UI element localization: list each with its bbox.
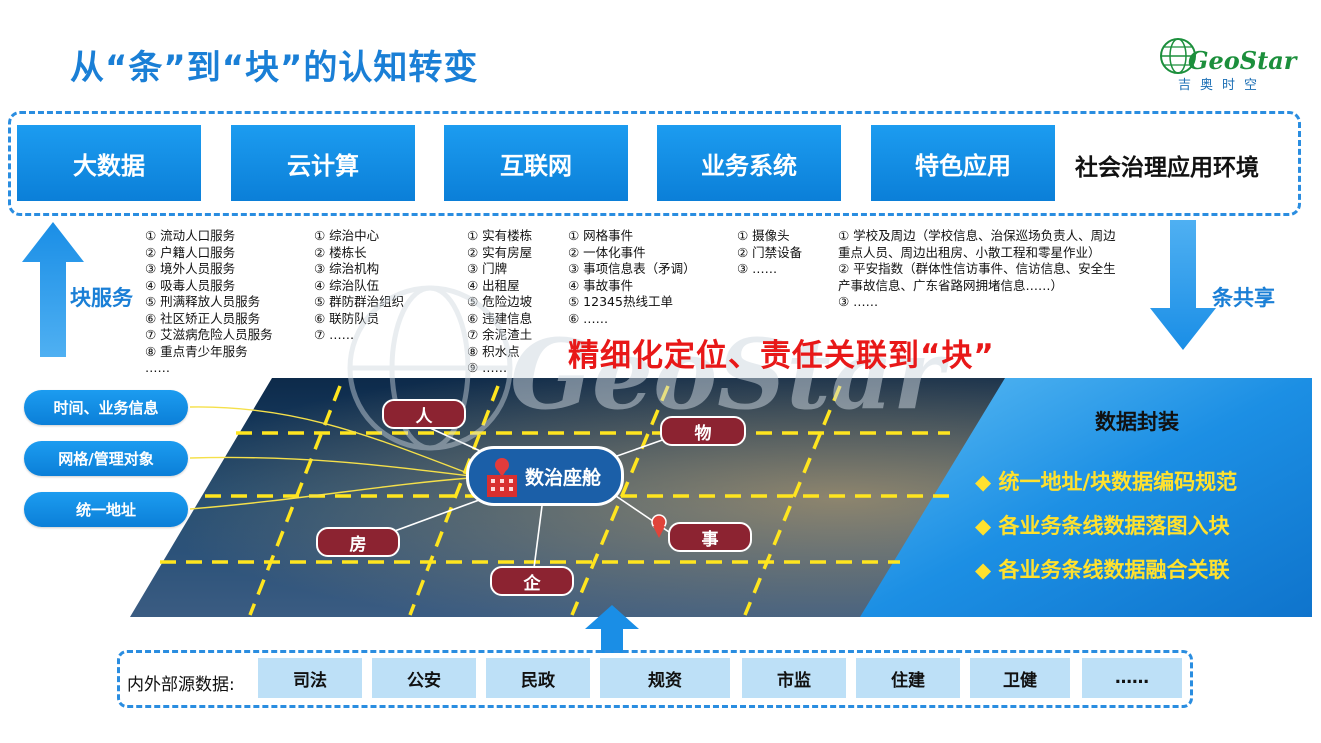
- list-item: ② 平安指数（群体性信访事件、信访信息、安全生: [838, 261, 1116, 276]
- list-item: ② 一体化事件: [568, 244, 646, 260]
- list-item: ⑥ 联防队员: [314, 310, 380, 326]
- list-item: ……: [145, 360, 170, 375]
- governance-cockpit-hub: 数治座舱: [466, 446, 624, 506]
- node-thing: 物: [660, 416, 746, 446]
- pill-time-business: 时间、业务信息: [24, 390, 188, 425]
- list-item: ⑥ ……: [568, 310, 609, 326]
- list-item: ③ 境外人员服务: [145, 261, 236, 276]
- list-item: ② 楼栋长: [314, 244, 367, 260]
- arrow-up-icon: [22, 222, 84, 357]
- list-item: ① 流动人口服务: [145, 228, 236, 243]
- page-title: 从“条”到“块”的认知转变: [70, 48, 479, 88]
- list-item: ③ 综治机构: [314, 261, 380, 276]
- source-chip-police: 公安: [372, 658, 476, 698]
- source-chip-more: ……: [1082, 658, 1182, 698]
- source-chip-planning: 规资: [600, 658, 730, 698]
- environment-label: 社会治理应用环境: [1075, 155, 1259, 181]
- pill-unified-address: 统一地址: [24, 492, 188, 527]
- list-item: ⑤ 危险边坡: [467, 294, 533, 309]
- source-chip-housing: 住建: [856, 658, 960, 698]
- env-item-business-system: 业务系统: [657, 125, 841, 201]
- list-item: ① 摄像头: [737, 228, 790, 243]
- grid-line: [248, 385, 342, 616]
- list-item: ① 网格事件: [568, 228, 634, 243]
- connector: [609, 491, 673, 535]
- node-house: 房: [316, 527, 400, 557]
- list-item: ② 户籍人口服务: [145, 244, 236, 260]
- list-governance: ① 综治中心 ② 楼栋长 ③ 综治机构 ④ 综治队伍 ⑤ 群防群治组织 ⑥ 联防…: [314, 228, 404, 344]
- list-buildings: ① 实有楼栋 ② 实有房屋 ③ 门牌 ④ 出租屋 ⑤ 危险边坡 ⑥ 违建信息 ⑦…: [467, 228, 532, 377]
- connector: [189, 456, 471, 477]
- list-item: ① 实有楼栋: [467, 228, 533, 243]
- source-chip-justice: 司法: [258, 658, 362, 698]
- list-item: ④ 吸毒人员服务: [145, 277, 236, 293]
- connector: [533, 505, 543, 569]
- list-item: ⑦ 余泥渣土: [467, 327, 533, 342]
- pill-grid-object: 网格/管理对象: [24, 441, 188, 476]
- environment-container: [8, 111, 1301, 216]
- list-item: ① 学校及周边（学校信息、治保巡场负责人、周边: [838, 228, 1116, 243]
- node-person: 人: [382, 399, 466, 429]
- env-item-special-app: 特色应用: [871, 125, 1055, 201]
- encapsulation-title: 数据封装: [1095, 410, 1179, 434]
- node-event: 事: [668, 522, 752, 552]
- source-chip-health: 卫健: [970, 658, 1070, 698]
- list-item: ② 实有房屋: [467, 244, 533, 260]
- list-item: ⑤ 群防群治组织: [314, 294, 405, 309]
- block-service-label: 块服务: [70, 286, 133, 310]
- arrow-down-icon: [1150, 220, 1216, 350]
- headline: 精细化定位、责任关联到“块”: [568, 338, 995, 374]
- list-item: ② 门禁设备: [737, 244, 803, 260]
- list-item: ⑧ 重点青少年服务: [145, 343, 248, 359]
- list-item: ③ 事项信息表（矛调）: [568, 261, 696, 276]
- list-item: ③ ……: [737, 261, 778, 276]
- list-population: ① 流动人口服务 ② 户籍人口服务 ③ 境外人员服务 ④ 吸毒人员服务 ⑤ 刑满…: [145, 228, 273, 377]
- list-item: ⑥ 社区矫正人员服务: [145, 310, 261, 326]
- line-share-label: 条共享: [1212, 286, 1275, 310]
- source-data-label: 内外部源数据:: [127, 675, 235, 695]
- list-item: ④ 综治队伍: [314, 277, 380, 293]
- source-chip-civil-affairs: 民政: [486, 658, 590, 698]
- list-item: 重点人员、周边出租房、小散工程和零星作业）: [838, 244, 1101, 260]
- list-item: ④ 事故事件: [568, 277, 634, 293]
- env-item-internet: 互联网: [444, 125, 628, 201]
- list-item: ⑤ 刑满释放人员服务: [145, 294, 261, 309]
- source-data-container: [117, 650, 1193, 708]
- connector: [189, 477, 471, 510]
- building-icon: [487, 458, 517, 497]
- encapsulation-item: ◆ 各业务条线数据落图入块: [975, 514, 1230, 538]
- list-item: ⑦ 艾滋病危险人员服务: [145, 327, 273, 342]
- list-item: ③ 门牌: [467, 261, 508, 276]
- list-item: ⑨ ……: [467, 360, 508, 375]
- list-devices: ① 摄像头 ② 门禁设备 ③ ……: [737, 228, 802, 278]
- encapsulation-item: ◆ 统一地址/块数据编码规范: [975, 470, 1238, 494]
- grid-line: [743, 385, 842, 616]
- arrow-up-icon: [585, 605, 639, 653]
- logo-text: GeoStar: [1188, 46, 1297, 75]
- list-item: ⑥ 违建信息: [467, 310, 533, 326]
- list-special: ① 学校及周边（学校信息、治保巡场负责人、周边 重点人员、周边出租房、小散工程和…: [838, 228, 1116, 311]
- env-item-big-data: 大数据: [17, 125, 201, 201]
- list-item: 产事故信息、广东省路网拥堵信息……）: [838, 277, 1064, 293]
- location-pin-icon: [651, 514, 667, 538]
- list-events: ① 网格事件 ② 一体化事件 ③ 事项信息表（矛调） ④ 事故事件 ⑤ 1234…: [568, 228, 696, 327]
- env-item-cloud: 云计算: [231, 125, 415, 201]
- node-enterprise: 企: [490, 566, 574, 596]
- list-item: ⑦ ……: [314, 327, 355, 342]
- list-item: ③ ……: [838, 294, 879, 309]
- logo-cn-text: 吉奥时空: [1178, 78, 1267, 93]
- encapsulation-item: ◆ 各业务条线数据融合关联: [975, 558, 1230, 582]
- list-item: ⑧ 积水点: [467, 343, 520, 359]
- hub-label: 数治座舱: [524, 466, 601, 489]
- source-chip-market: 市监: [742, 658, 846, 698]
- list-item: ④ 出租屋: [467, 277, 520, 293]
- list-item: ⑤ 12345热线工单: [568, 294, 673, 309]
- list-item: ① 综治中心: [314, 228, 380, 243]
- geostar-logo: GeoStar 吉奥时空: [1158, 36, 1296, 93]
- globe-icon: [1160, 38, 1196, 74]
